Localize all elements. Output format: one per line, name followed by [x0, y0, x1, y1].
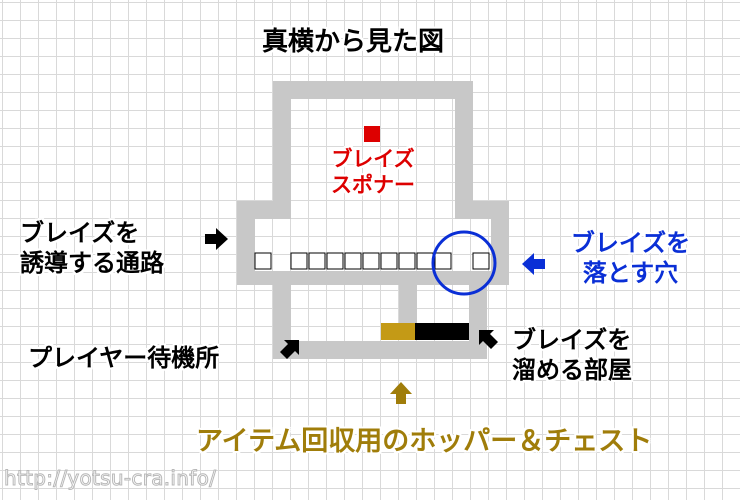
arrow-up-right-icon: [280, 340, 299, 359]
arrow-left-icon: [522, 253, 545, 275]
arrow-right-icon: [205, 228, 228, 250]
farm-walls: [237, 81, 509, 359]
water-block: [380, 252, 398, 270]
water-block: [326, 252, 344, 270]
spawner-label: ブレイズ スポナー: [331, 147, 415, 198]
wall-segment: [399, 271, 417, 327]
drop-hole-circle: [431, 230, 497, 296]
water-block-row: [254, 252, 490, 270]
water-block: [472, 252, 490, 270]
player-waiting-area-label: プレイヤー待機所: [28, 344, 220, 372]
spawner-block: [364, 126, 380, 142]
water-block: [290, 252, 308, 270]
water-block: [362, 252, 380, 270]
drop-hole-label: ブレイズを 落とす穴: [570, 229, 691, 287]
chest-block: [415, 323, 469, 340]
water-block: [344, 252, 362, 270]
wall-segment: [237, 271, 509, 285]
water-block: [254, 252, 272, 270]
arrow-up-left-icon: [479, 330, 498, 349]
water-block: [308, 252, 326, 270]
wall-segment: [455, 81, 473, 201]
wall-segment: [237, 201, 255, 285]
water-block: [416, 252, 434, 270]
item-collection-label: アイテム回収用のホッパー＆チェスト: [196, 426, 653, 457]
diagram-title: 真横から見た図: [262, 27, 445, 57]
wall-segment: [273, 81, 473, 99]
arrow-up-icon: [390, 382, 412, 404]
wall-segment: [469, 271, 487, 359]
wall-segment: [273, 81, 291, 201]
collection-room-label: ブレイズを 溜める部屋: [512, 326, 632, 384]
watermark-url: http://yotsu-cra.info/: [3, 466, 217, 491]
water-block: [398, 252, 416, 270]
water-block: [434, 252, 452, 270]
hopper-block: [381, 323, 415, 340]
guide-path-label: ブレイズを 誘導する通路: [20, 219, 164, 277]
wall-segment: [273, 341, 487, 359]
wall-segment: [273, 271, 291, 359]
